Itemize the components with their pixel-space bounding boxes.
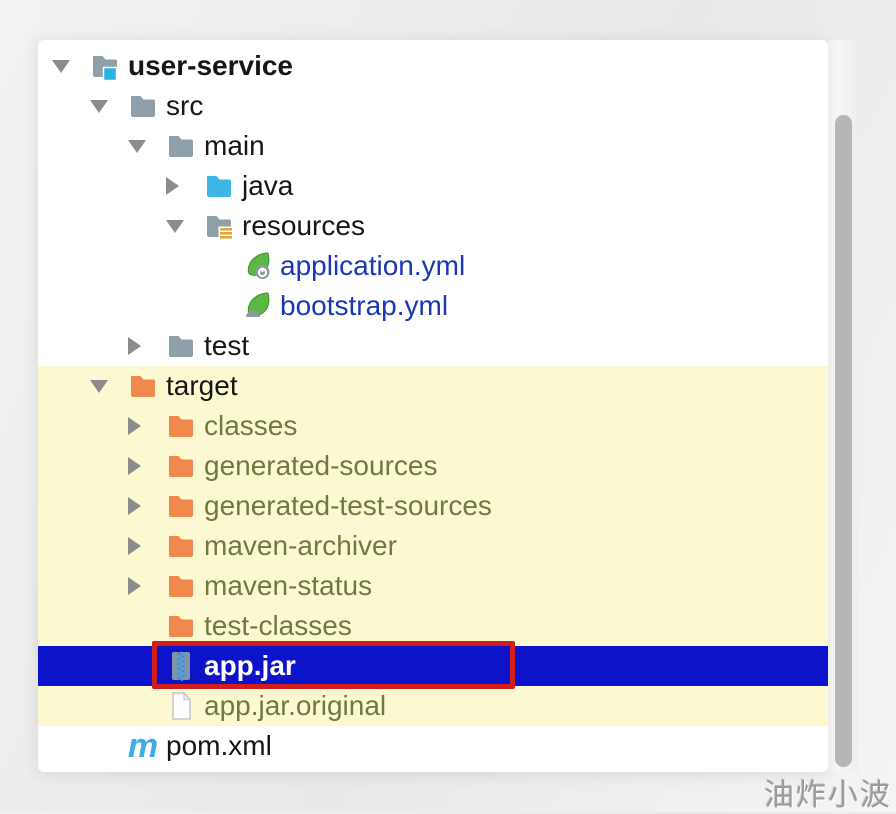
tree-item-test[interactable]: test: [38, 326, 828, 366]
tree-item-label: maven-archiver: [204, 530, 397, 561]
arrow-slot: [128, 417, 166, 435]
arrow-slot: [166, 219, 204, 233]
tree-item-label: bootstrap.yml: [280, 290, 449, 321]
expand-arrow-icon[interactable]: [128, 577, 141, 595]
tree-item-label: src: [166, 90, 204, 121]
excluded-folder-icon: [166, 611, 196, 641]
tree-item-test-classes[interactable]: test-classes: [38, 606, 828, 646]
collapse-arrow-icon[interactable]: [166, 219, 184, 233]
expand-arrow-icon[interactable]: [128, 417, 141, 435]
expand-arrow-icon[interactable]: [128, 537, 141, 555]
excluded-folder-icon: [128, 371, 158, 401]
collapse-arrow-icon[interactable]: [90, 379, 108, 393]
arrow-slot: [166, 177, 204, 195]
folder-icon: [128, 91, 158, 121]
arrow-slot: [128, 337, 166, 355]
expand-arrow-icon[interactable]: [166, 177, 179, 195]
tree-item-generated-test-sources[interactable]: generated-test-sources: [38, 486, 828, 526]
tree-item-label: application.yml: [280, 250, 466, 281]
resources-folder-icon: [204, 211, 234, 241]
tree-item-label: test-classes: [204, 610, 352, 641]
tree-item-user-service[interactable]: user-service: [38, 46, 828, 86]
tree-item-main[interactable]: main: [38, 126, 828, 166]
excluded-folder-icon: [166, 451, 196, 481]
tree-item-app.jar[interactable]: app.jar: [38, 646, 828, 686]
module-folder-icon: [90, 51, 120, 81]
folder-icon: [166, 131, 196, 161]
excluded-folder-icon: [166, 411, 196, 441]
tree-item-maven-status[interactable]: maven-status: [38, 566, 828, 606]
tree-item-label: pom.xml: [166, 730, 272, 761]
spring-config-icon: [242, 291, 272, 321]
arrow-slot: [128, 497, 166, 515]
tree-item-label: target: [166, 370, 238, 401]
arrow-slot: [128, 139, 166, 153]
arrow-slot: [52, 59, 90, 73]
excluded-folder-icon: [166, 531, 196, 561]
tree-item-label: main: [204, 130, 265, 161]
tree-item-label: user-service: [128, 50, 294, 81]
expand-arrow-icon[interactable]: [128, 457, 141, 475]
collapse-arrow-icon[interactable]: [90, 99, 108, 113]
tree-item-label: generated-sources: [204, 450, 438, 481]
expand-arrow-icon[interactable]: [128, 497, 141, 515]
tree-item-label: generated-test-sources: [204, 490, 492, 521]
tree-item-label: java: [242, 170, 294, 201]
tree-item-maven-archiver[interactable]: maven-archiver: [38, 526, 828, 566]
arrow-slot: [90, 99, 128, 113]
expand-arrow-icon[interactable]: [128, 337, 141, 355]
tree-item-label: classes: [204, 410, 298, 441]
excluded-folder-icon: [166, 491, 196, 521]
folder-icon: [166, 331, 196, 361]
arrow-slot: [128, 537, 166, 555]
tree-item-label: test: [204, 330, 250, 361]
jar-archive-icon: [166, 651, 196, 681]
collapse-arrow-icon[interactable]: [52, 59, 70, 73]
tree-item-resources[interactable]: resources: [38, 206, 828, 246]
tree-item-label: maven-status: [204, 570, 373, 601]
sources-folder-icon: [204, 171, 234, 201]
tree-item-src[interactable]: src: [38, 86, 828, 126]
tree-item-label: resources: [242, 210, 365, 241]
arrow-slot: [128, 577, 166, 595]
tree-item-generated-sources[interactable]: generated-sources: [38, 446, 828, 486]
plain-file-icon: [166, 691, 196, 721]
tree-item-target[interactable]: target: [38, 366, 828, 406]
spring-boot-config-icon: [242, 251, 272, 281]
tree-item-partial[interactable]: [38, 766, 828, 772]
tree-item-label: app.jar.original: [204, 690, 387, 721]
maven-m-glyph: m: [127, 727, 159, 765]
excluded-folder-icon: [166, 571, 196, 601]
tree-item-application.yml[interactable]: application.yml: [38, 246, 828, 286]
collapse-arrow-icon[interactable]: [128, 139, 146, 153]
tree-item-java[interactable]: java: [38, 166, 828, 206]
tree-item-label: app.jar: [204, 650, 296, 681]
arrow-slot: [90, 379, 128, 393]
watermark-text: 油炸小波: [764, 779, 892, 812]
tree-item-app.jar.original[interactable]: app.jar.original: [38, 686, 828, 726]
maven-icon: m: [127, 727, 159, 765]
scrollbar-thumb[interactable]: [835, 115, 852, 767]
arrow-slot: [128, 457, 166, 475]
tree-item-bootstrap.yml[interactable]: bootstrap.yml: [38, 286, 828, 326]
tree-item-classes[interactable]: classes: [38, 406, 828, 446]
